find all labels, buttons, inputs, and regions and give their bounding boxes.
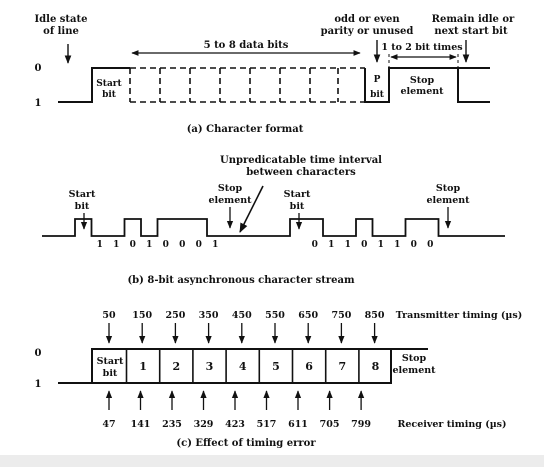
- stop-times-label: 1 to 2 bit times: [381, 42, 462, 53]
- panel-c-timing-error: 0 1 50 150 250 350 450 550 650 750 850 Transmitt…: [35, 310, 523, 449]
- start-bit-label-c-line2: bit: [103, 368, 118, 379]
- stream-bit-b-1: 1: [328, 240, 334, 250]
- interval-arrow: [239, 185, 264, 233]
- bit-number-1: 1: [139, 360, 147, 373]
- receiver-time-799: 799: [351, 419, 371, 430]
- transmitter-time-450: 450: [232, 310, 252, 321]
- stream-bit-b-0: 0: [312, 240, 318, 250]
- transmitter-timing-label: Transmitter timing (µs): [396, 310, 522, 321]
- caption-b: (b) 8-bit asynchronous character stream: [127, 275, 355, 286]
- start-bit-label-line2: bit: [102, 90, 117, 100]
- idle-state-label-line2: of line: [43, 26, 79, 37]
- bit-number-4: 4: [239, 360, 247, 373]
- receiver-times: 47 141 235 329 423 517 611 705 799: [102, 390, 371, 430]
- next-start-waveform: [457, 68, 490, 103]
- transmitter-time-150: 150: [132, 310, 152, 321]
- transmitter-time-650: 650: [298, 310, 318, 321]
- bit-cells: 1 2 3 4 5 6 7 8: [125, 349, 380, 383]
- character-stream-waveform: [42, 218, 505, 237]
- stream-bit-a-2: 0: [130, 240, 136, 250]
- transmitter-time-250: 250: [165, 310, 185, 321]
- bit-number-7: 7: [338, 360, 346, 373]
- stream-bit-a-6: 0: [196, 240, 202, 250]
- character-frame: [58, 348, 392, 384]
- stream-bit-b-4: 1: [378, 240, 384, 250]
- bottom-band: [0, 455, 544, 467]
- start-bit-label-2-line1: Start: [284, 189, 311, 200]
- stop-element-label-line2: element: [400, 86, 444, 97]
- parity-label-line2: parity or unused: [321, 26, 414, 37]
- remain-idle-label-line1: Remain idle or: [432, 14, 515, 25]
- start-bit-label-c-line1: Start: [97, 356, 124, 367]
- stream-bit-a-3: 1: [146, 240, 152, 250]
- bit-number-6: 6: [305, 360, 313, 373]
- parity-label-line1: odd or even: [334, 14, 400, 25]
- stop-element-label-2-line2: element: [426, 195, 470, 206]
- interval-label-line1: Unpredicatable time interval: [220, 155, 382, 166]
- stop-element-label-line1: Stop: [410, 75, 435, 86]
- stream-bit-a-0: 1: [97, 240, 103, 250]
- transmitter-times: 50 150 250 350 450 550 650 750 850: [102, 310, 385, 344]
- transmitter-time-550: 550: [265, 310, 285, 321]
- parity-stop-waveform: [364, 67, 458, 103]
- start-bit-label-2-line2: bit: [290, 201, 305, 212]
- receiver-time-47: 47: [102, 419, 115, 430]
- stop-element-label-c-line2: element: [392, 365, 436, 376]
- receiver-time-141: 141: [131, 419, 151, 430]
- stop-element-label-c-line1: Stop: [402, 353, 427, 364]
- stop-element-label-1-line1: Stop: [218, 183, 243, 194]
- transmitter-time-850: 850: [365, 310, 385, 321]
- transmitter-time-750: 750: [331, 310, 351, 321]
- stop-element-label-2-line1: Stop: [436, 183, 461, 194]
- transmitter-time-50: 50: [102, 310, 116, 321]
- stream-bit-a-4: 0: [163, 240, 169, 250]
- receiver-time-329: 329: [194, 419, 214, 430]
- transmitter-time-350: 350: [199, 310, 219, 321]
- start-bit-label-line1: Start: [96, 79, 122, 89]
- receiver-time-517: 517: [257, 419, 277, 430]
- receiver-timing-label: Receiver timing (µs): [397, 419, 506, 430]
- stream-bit-b-2: 1: [345, 240, 351, 250]
- start-bit-label-1-line2: bit: [75, 201, 90, 212]
- panel-b-character-stream: Unpredicatable time interval between cha…: [42, 155, 505, 286]
- bit-number-5: 5: [272, 360, 280, 373]
- stream-bit-a-1: 1: [113, 240, 119, 250]
- level-0-label-c: 0: [35, 348, 42, 359]
- receiver-time-423: 423: [225, 419, 245, 430]
- stream-bit-a-5: 0: [179, 240, 185, 250]
- bit-number-8: 8: [372, 360, 380, 373]
- caption-a: (a) Character format: [187, 124, 304, 135]
- stream-bit-a-7: 1: [212, 240, 218, 250]
- interval-label-line2: between characters: [246, 167, 356, 178]
- level-1-label-c: 1: [35, 379, 42, 390]
- level-1-label: 1: [35, 98, 42, 109]
- panel-a-character-format: 0 1 Idle state of line Start bit 5 to 8 …: [34, 14, 515, 135]
- data-bits-dashed: [129, 67, 366, 103]
- idle-state-label-line1: Idle state: [34, 14, 87, 25]
- level-0-label: 0: [35, 63, 42, 74]
- remain-idle-label-line2: next start bit: [434, 26, 508, 37]
- stream-bit-b-3: 0: [361, 240, 367, 250]
- bit-number-3: 3: [206, 360, 214, 373]
- receiver-time-611: 611: [288, 419, 308, 430]
- parity-bit-label-line2: bit: [370, 90, 385, 100]
- receiver-time-235: 235: [162, 419, 182, 430]
- stream-bit-b-6: 0: [411, 240, 417, 250]
- start-bit-label-1-line1: Start: [69, 189, 96, 200]
- receiver-time-705: 705: [320, 419, 340, 430]
- stop-element-label-1-line2: element: [208, 195, 252, 206]
- start-bit-waveform: [58, 67, 130, 103]
- data-bits-label: 5 to 8 data bits: [204, 40, 289, 51]
- bit-number-2: 2: [172, 360, 180, 373]
- parity-bit-label-line1: P: [374, 75, 381, 85]
- stream-bit-b-5: 1: [394, 240, 400, 250]
- caption-c: (c) Effect of timing error: [176, 438, 316, 449]
- stream-bit-b-7: 0: [427, 240, 433, 250]
